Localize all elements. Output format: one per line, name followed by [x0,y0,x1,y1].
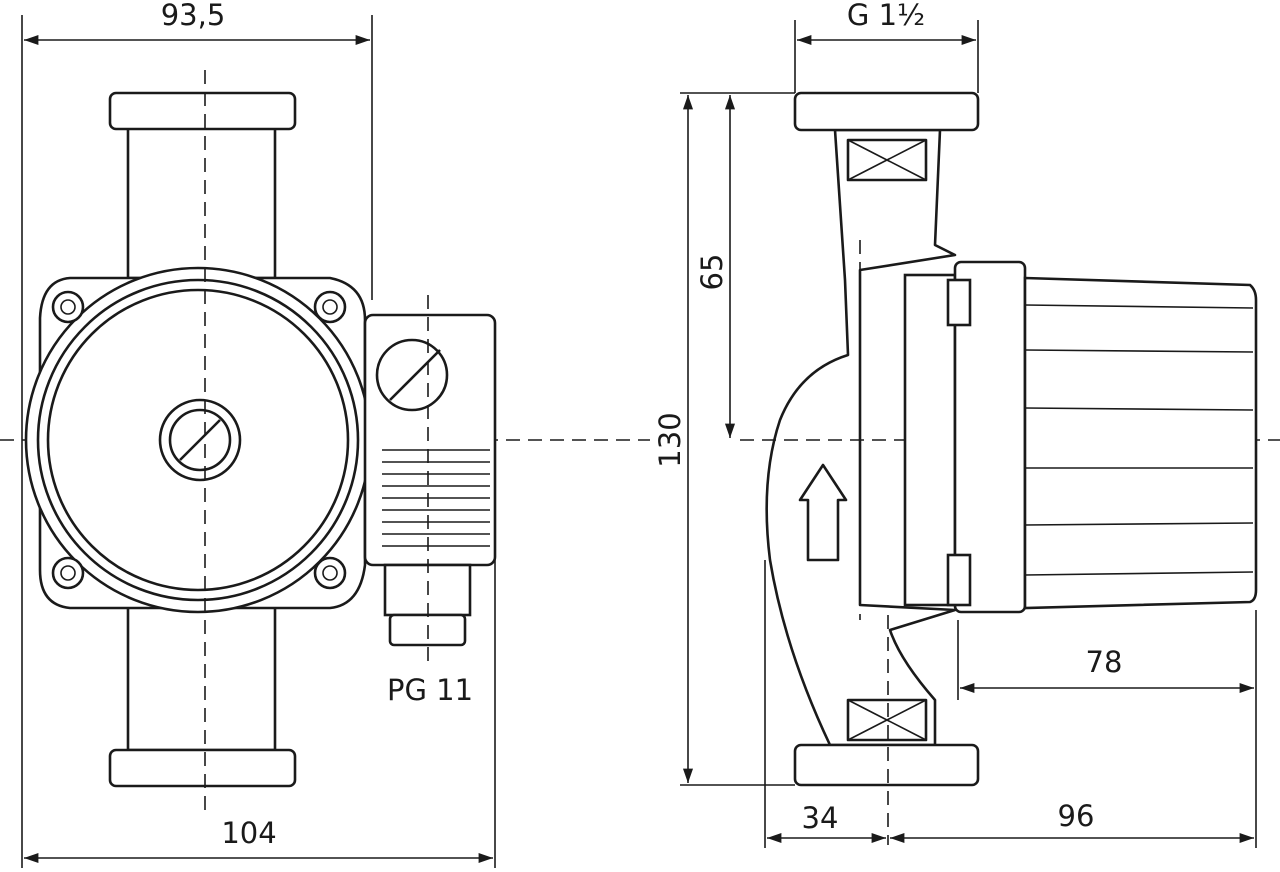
side-bottom-flange [793,743,980,787]
dim-label-78: 78 [1086,645,1123,679]
side-top-flange [793,91,980,132]
dim-label-130: 130 [653,412,687,467]
dim-label-93-5: 93,5 [161,0,226,32]
wrench-flats [846,138,928,742]
cable-gland-label: PG 11 [387,673,473,707]
bottom-pipe [126,598,277,752]
dim-label-thread: G 1½ [847,0,925,32]
bottom-flange [108,748,297,788]
motor-ribs [1024,304,1254,576]
mounting-screws [51,290,347,590]
pump-volute [765,128,957,747]
flow-direction-arrow-icon [798,463,848,562]
motor-housing [1023,276,1258,610]
side-view: G 1½ 130 65 78 34 96 [653,0,1280,848]
speed-selector [375,338,449,412]
cooling-ribs [382,449,490,547]
top-pipe [126,126,277,280]
motor-ring-mid [36,278,360,602]
motor-face [46,288,350,592]
dim-label-104: 104 [221,816,276,850]
dim-label-65: 65 [695,254,729,291]
dim-label-96: 96 [1058,799,1095,833]
dim-label-34: 34 [802,801,839,835]
front-view: 93,5 104 PG 11 [0,0,650,868]
top-flange [108,91,297,131]
